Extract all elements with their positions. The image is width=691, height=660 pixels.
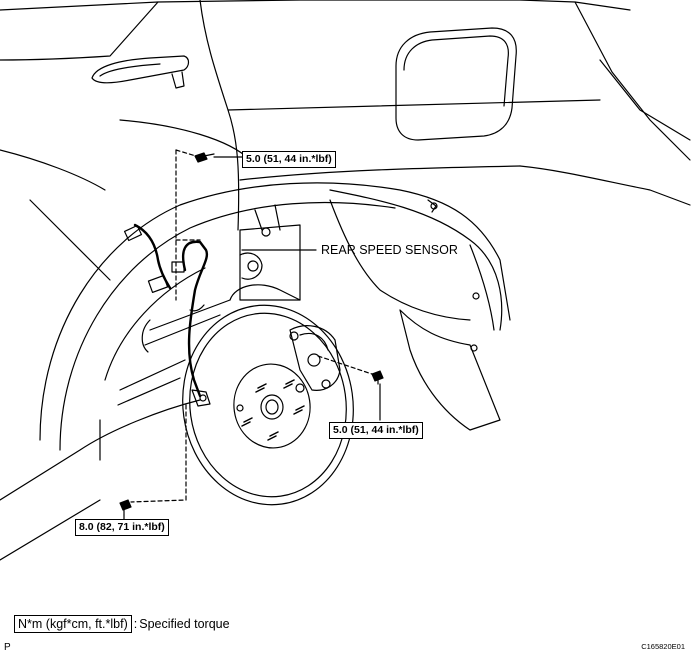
brake-caliper bbox=[289, 325, 341, 393]
legend-units-box: N*m (kgf*cm, ft.*lbf) bbox=[14, 615, 132, 633]
suspension-knuckle bbox=[117, 204, 301, 406]
bolt-upper bbox=[194, 152, 215, 163]
callout-rear-speed-sensor: REAR SPEED SENSOR bbox=[321, 243, 458, 257]
wheel-arch bbox=[39, 182, 511, 461]
torque-legend: N*m (kgf*cm, ft.*lbf) : Specified torque bbox=[14, 615, 230, 633]
legend-description: Specified torque bbox=[139, 617, 230, 631]
wheel-studs bbox=[241, 379, 305, 441]
torque-label-upper-bolt: 5.0 (51, 44 in.*lbf) bbox=[242, 151, 336, 168]
bolt-lower bbox=[119, 499, 132, 516]
rear-speed-sensor bbox=[123, 223, 211, 407]
image-code: C165820E01 bbox=[641, 642, 685, 651]
legend-separator: : bbox=[133, 617, 138, 631]
torque-label-right-bolt: 5.0 (51, 44 in.*lbf) bbox=[329, 422, 423, 439]
torque-label-lower-bolt: 8.0 (82, 71 in.*lbf) bbox=[75, 519, 169, 536]
door-handle bbox=[91, 55, 190, 89]
page-letter: P bbox=[4, 642, 11, 653]
brake-disc bbox=[182, 304, 354, 506]
fender-liner bbox=[329, 189, 503, 431]
guide-lines bbox=[130, 149, 373, 503]
fuel-door bbox=[395, 27, 517, 141]
leader-lines bbox=[123, 156, 381, 521]
bolt-right bbox=[371, 370, 384, 385]
vehicle-body bbox=[0, 0, 691, 561]
